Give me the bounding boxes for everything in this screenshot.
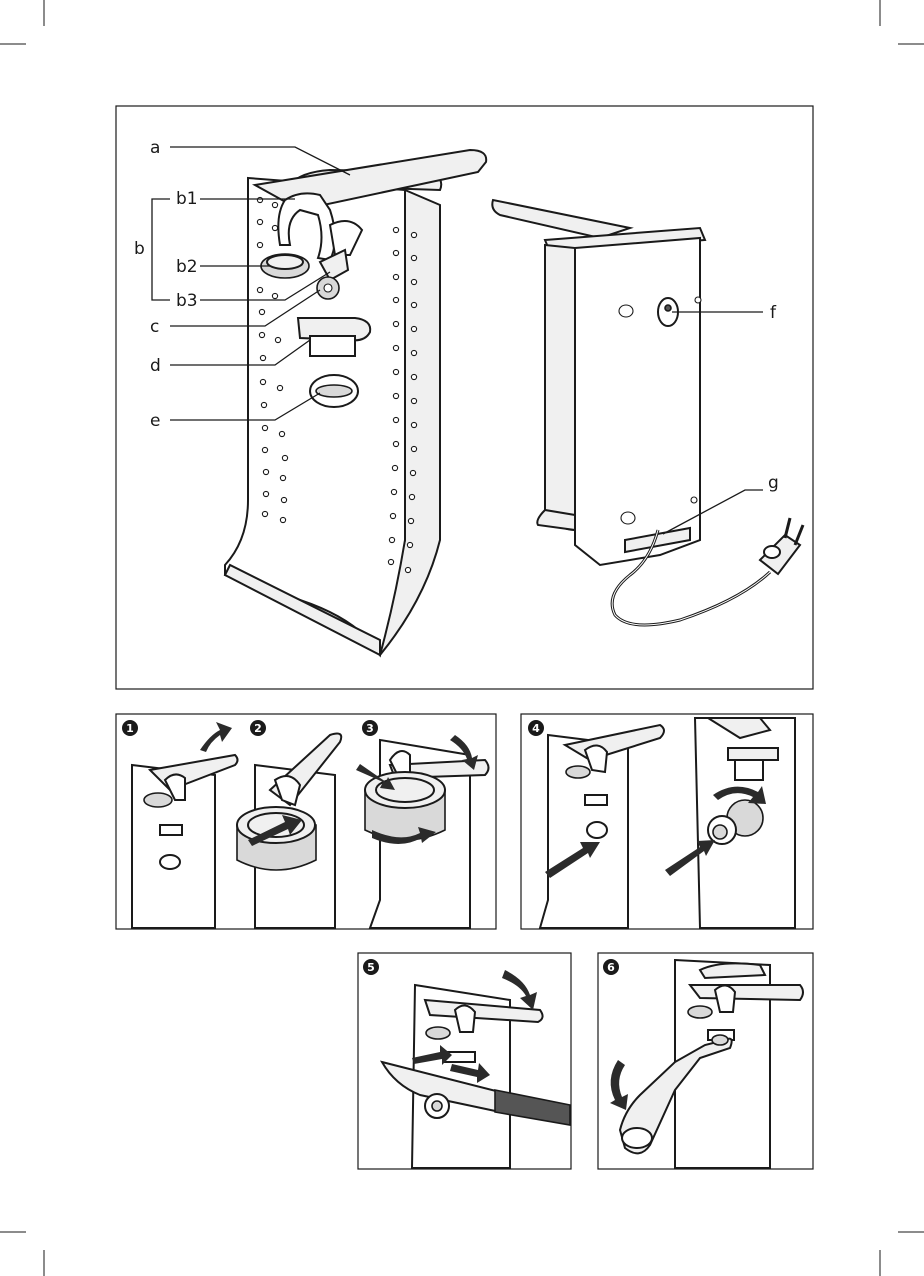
step-1-badge: 1 (122, 720, 138, 736)
step-3-number: 3 (366, 722, 374, 735)
label-g: g (768, 473, 779, 493)
label-f: f (770, 303, 777, 323)
step-3-illustration (356, 735, 489, 928)
label-a: a (150, 138, 160, 158)
step-4-badge: 4 (528, 720, 544, 736)
can-opener-rear-view (492, 200, 803, 625)
step-3-badge: 3 (362, 720, 378, 736)
main-diagram-frame (116, 106, 813, 689)
label-c: c (150, 317, 159, 337)
power-plug (760, 518, 803, 574)
step-4-illustration (540, 718, 795, 928)
step-5-illustration (382, 970, 570, 1168)
label-e: e (150, 411, 160, 431)
label-b3: b3 (176, 291, 198, 311)
label-b1: b1 (176, 189, 198, 209)
label-b2: b2 (176, 257, 198, 277)
label-d: d (150, 356, 161, 376)
can-opener-front-view (225, 150, 486, 655)
step-2-number: 2 (254, 722, 262, 735)
step-2-illustration (237, 734, 341, 928)
label-b: b (134, 239, 145, 259)
step-2-badge: 2 (250, 720, 266, 736)
step-5-number: 5 (367, 961, 375, 974)
step-5-badge: 5 (363, 959, 379, 975)
step-1-number: 1 (126, 722, 134, 735)
step-6-badge: 6 (603, 959, 619, 975)
step-6-number: 6 (607, 961, 615, 974)
step-6-illustration (610, 960, 803, 1168)
step-1-illustration (132, 722, 238, 928)
step-4-number: 4 (532, 722, 540, 735)
